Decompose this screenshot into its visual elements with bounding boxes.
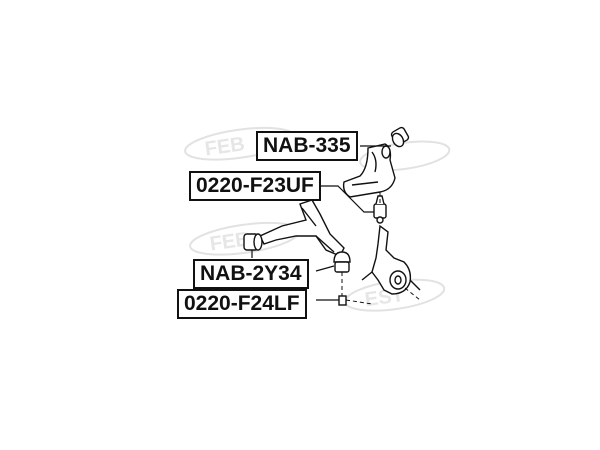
lower-ball-joint (333, 251, 351, 306)
part-label-0220-f23uf[interactable]: 0220-F23UF (189, 171, 321, 201)
assembly-axis-lines (341, 192, 421, 305)
upper-ball-joint (373, 195, 387, 224)
upper-control-arm (342, 143, 396, 198)
steering-knuckle (361, 224, 421, 295)
upper-arm-bushing (390, 126, 410, 148)
leader-lines (251, 145, 391, 301)
svg-text:FEB: FEB (204, 133, 247, 160)
part-label-0220-f24lf[interactable]: 0220-F24LF (177, 289, 307, 319)
part-label-nab-2y34[interactable]: NAB-2Y34 (193, 259, 309, 289)
lower-arm-bushing (243, 233, 263, 251)
lower-control-arm (259, 199, 345, 257)
part-label-nab-335[interactable]: NAB-335 (256, 131, 358, 161)
